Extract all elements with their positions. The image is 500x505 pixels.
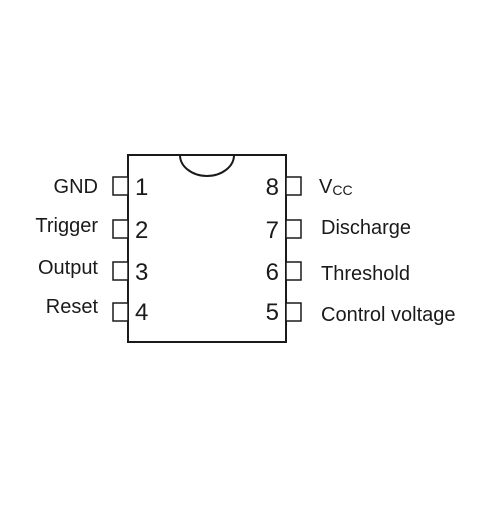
pin-label-main: V: [319, 176, 333, 198]
orientation-notch: [179, 154, 235, 177]
pin-label: GND: [54, 176, 98, 198]
pin-number: 3: [135, 259, 148, 286]
pin-lead: [285, 302, 302, 322]
pin-label: Trigger: [35, 215, 98, 237]
right-pin-8: 8 VCC: [266, 174, 353, 201]
pin-label: Reset: [46, 296, 99, 318]
left-pin-1: GND 1: [54, 174, 149, 201]
pin-lead: [112, 219, 129, 239]
pin-lead: [112, 176, 129, 196]
pin-label-subscript: CC: [332, 182, 352, 198]
pin-lead: [285, 219, 302, 239]
pin-lead: [285, 176, 302, 196]
right-pin-6: 6 Threshold: [266, 259, 410, 286]
pin-number: 8: [266, 174, 279, 201]
chip-body: [127, 154, 287, 343]
left-pin-4: Reset 4: [46, 296, 149, 326]
pin-label: VCC: [319, 176, 353, 198]
pin-number: 7: [266, 217, 279, 244]
left-pin-2: Trigger 2: [35, 215, 148, 244]
right-pin-5: 5 Control voltage: [266, 299, 456, 326]
pin-lead: [112, 261, 129, 281]
pin-label: Threshold: [321, 263, 410, 285]
pin-number: 2: [135, 217, 148, 244]
pin-lead: [112, 302, 129, 322]
pin-label: Control voltage: [321, 304, 456, 326]
pin-lead: [285, 261, 302, 281]
right-pin-7: 7 Discharge: [266, 217, 411, 244]
left-pin-3: Output 3: [38, 257, 148, 286]
pin-number: 5: [266, 299, 279, 326]
pin-number: 6: [266, 259, 279, 286]
pin-number: 4: [135, 299, 148, 326]
pin-label: Output: [38, 257, 98, 279]
pin-number: 1: [135, 174, 148, 201]
pin-label: Discharge: [321, 217, 411, 239]
